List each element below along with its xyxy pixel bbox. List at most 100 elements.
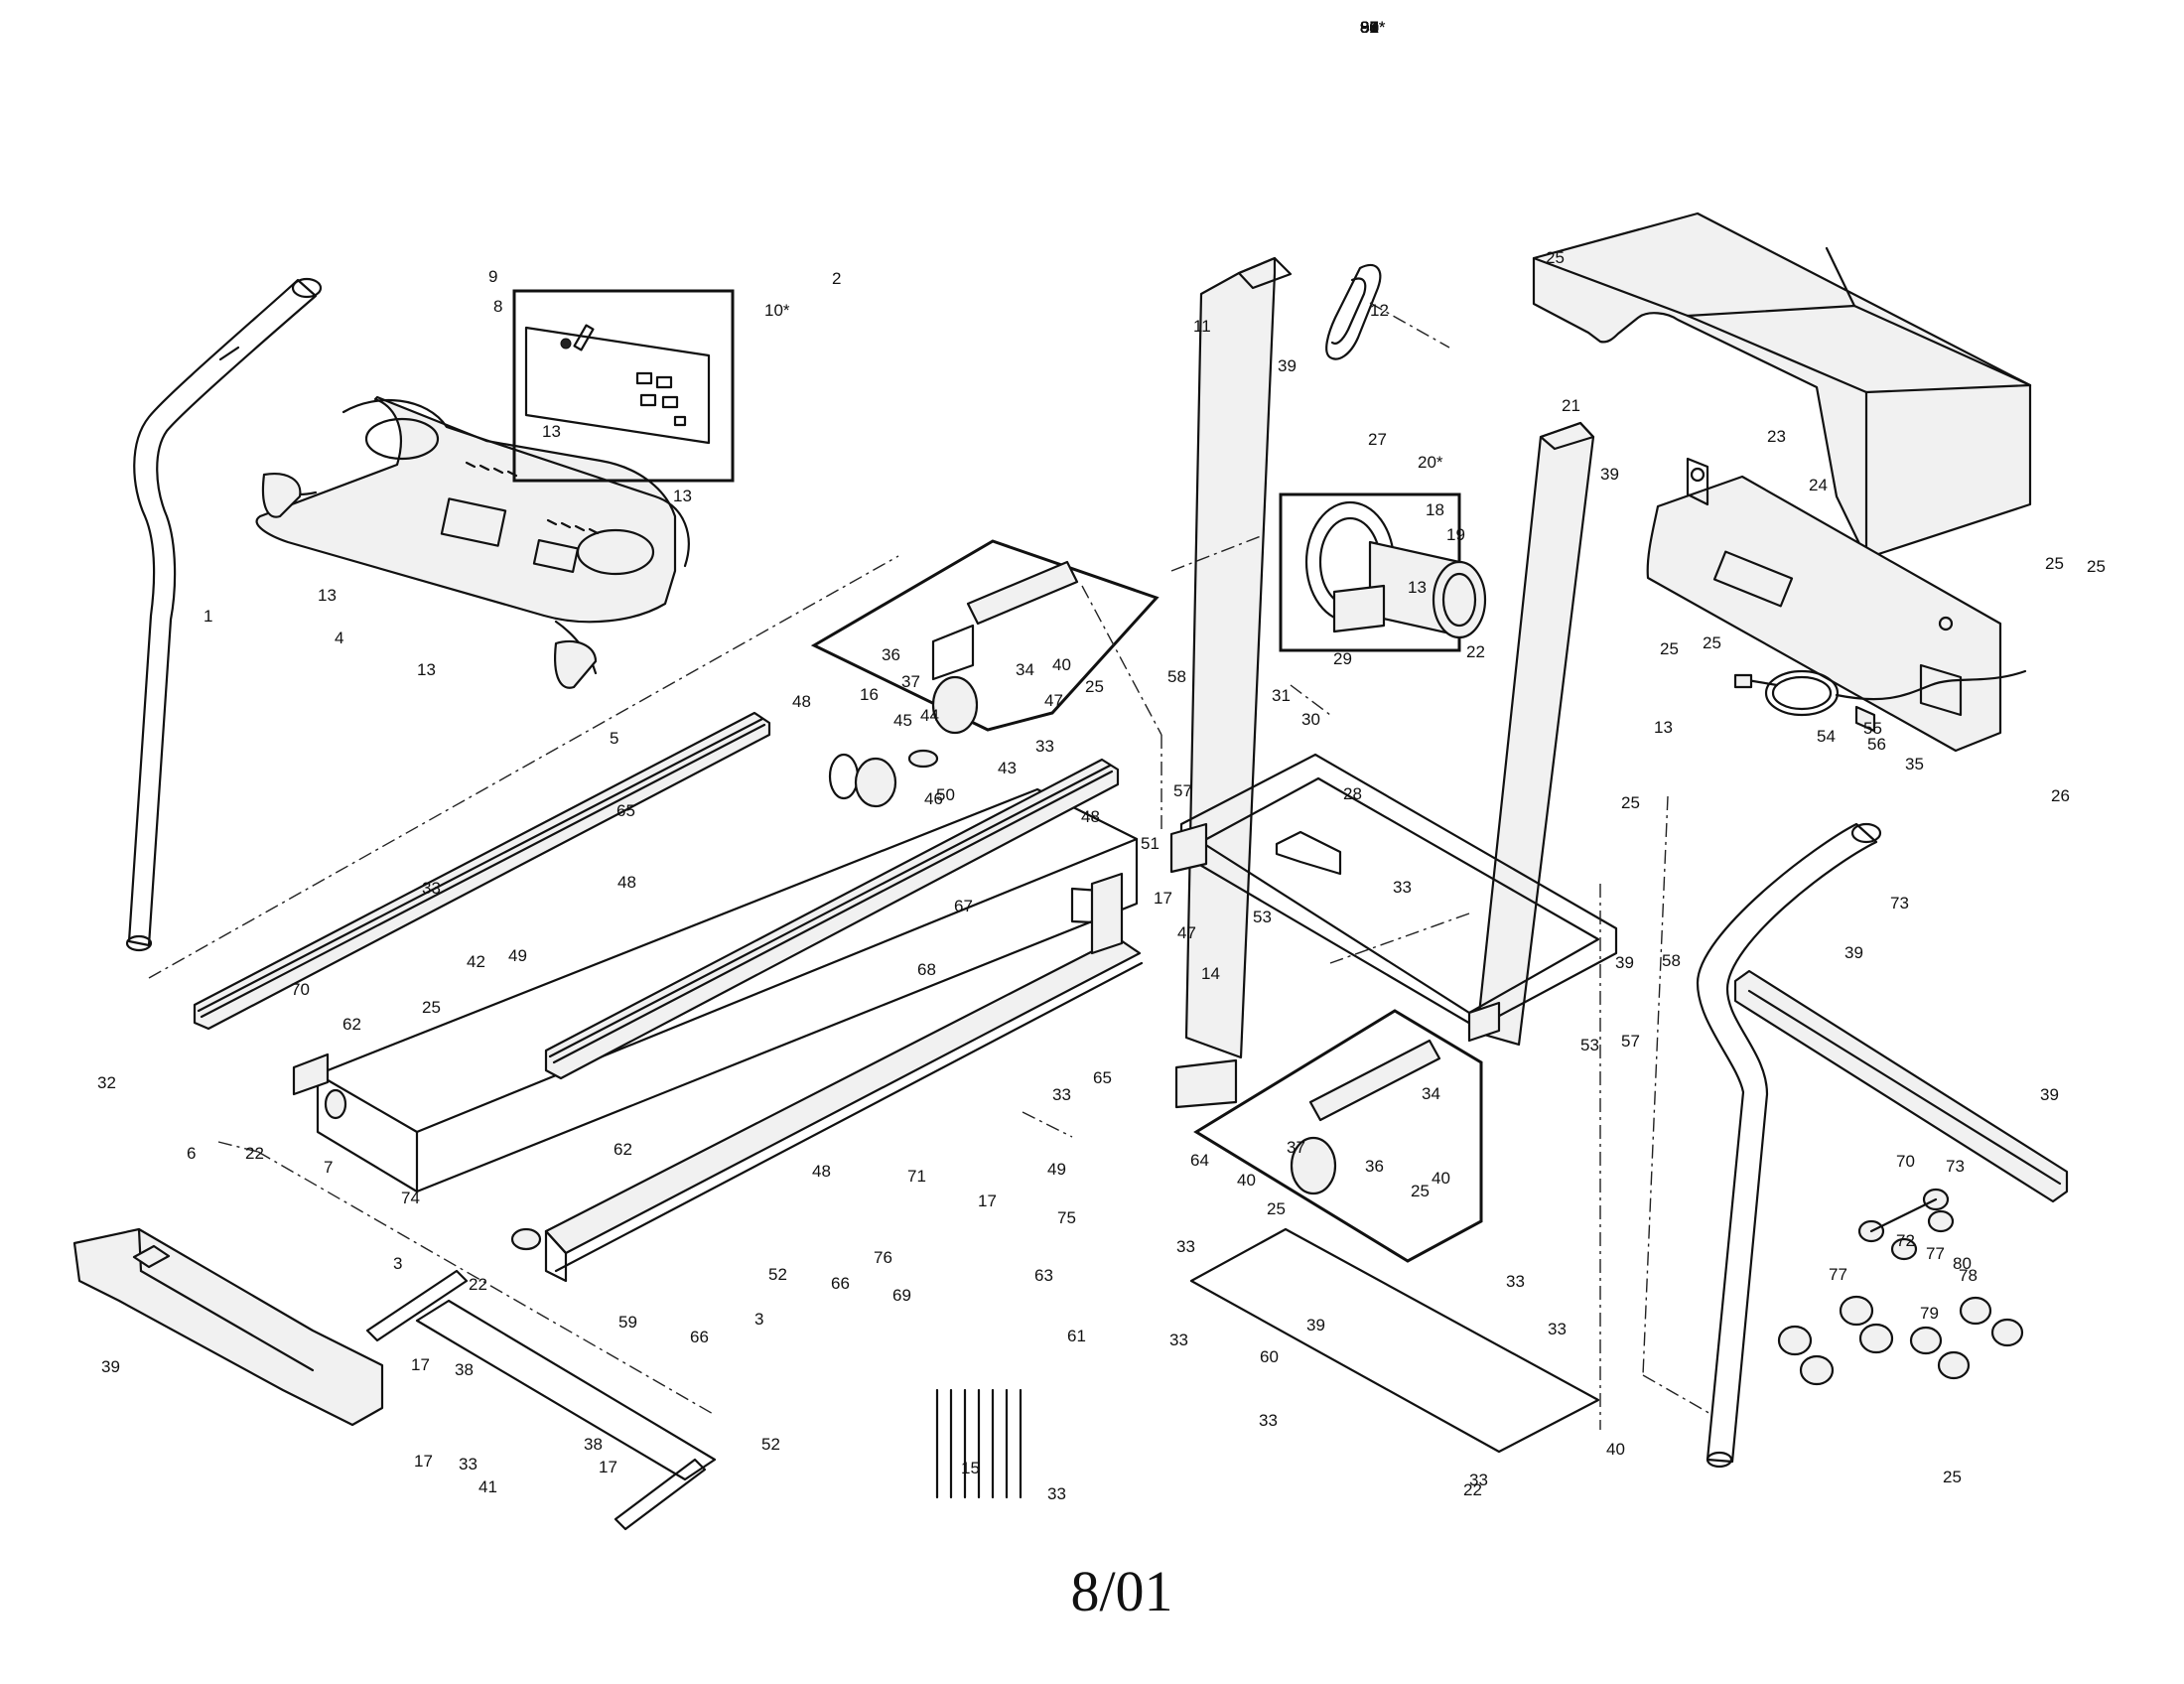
part-label: 33 <box>1169 1331 1188 1349</box>
part-label: 66 <box>831 1274 850 1293</box>
part-label: 3 <box>754 1310 763 1329</box>
part-label: 70 <box>291 980 310 999</box>
part-label: 55 <box>1863 719 1882 738</box>
main-frame-part <box>1169 753 1618 1043</box>
part-label: 95 <box>1360 18 1379 37</box>
part-label: 21 <box>1562 396 1580 415</box>
part-label: 14 <box>1201 964 1220 983</box>
part-label: 80 <box>1360 18 1379 37</box>
part-label: 25 <box>422 998 441 1017</box>
wire-ties-part <box>935 1388 1023 1499</box>
part-label: 3 <box>393 1254 402 1273</box>
part-label: 10* <box>764 301 790 320</box>
hand-weights-part <box>1777 1188 2024 1386</box>
part-label: 31 <box>1272 686 1291 705</box>
part-label: 13 <box>1654 718 1673 737</box>
part-label: 35 <box>1905 755 1924 773</box>
side-rail-cover-part <box>1733 969 2069 1203</box>
part-label: 8 <box>493 297 502 316</box>
part-label: 82 <box>1360 18 1379 37</box>
part-label: 19 <box>1446 525 1465 544</box>
part-label: 37 <box>901 672 920 691</box>
incline-frame-part <box>365 1269 717 1531</box>
part-label: 43 <box>998 759 1017 777</box>
part-label: 80 <box>1953 1254 1972 1273</box>
part-label: 52 <box>761 1435 780 1454</box>
right-rail-part <box>544 758 1120 1080</box>
part-label: 22 <box>245 1144 264 1163</box>
part-label: 65 <box>616 801 635 820</box>
part-label: 40 <box>1432 1169 1450 1188</box>
part-label: 59 <box>618 1313 637 1332</box>
part-label: 42 <box>467 952 485 971</box>
part-label: 25 <box>1621 793 1640 812</box>
part-label: 39 <box>1615 953 1634 972</box>
part-label: 45 <box>893 711 912 730</box>
part-label: 77 <box>1829 1265 1847 1284</box>
part-label: 53 <box>1580 1036 1599 1054</box>
part-label: 48 <box>812 1162 831 1181</box>
part-label: 25 <box>2045 554 2064 573</box>
part-label: 90 <box>1360 18 1379 37</box>
motor-assembly-kit <box>1279 492 1487 652</box>
part-label: 33 <box>1393 878 1412 897</box>
part-label: 37 <box>1287 1138 1305 1157</box>
part-label: 17 <box>1154 889 1172 908</box>
part-label: 73 <box>1946 1157 1965 1176</box>
part-label: 34 <box>1016 660 1034 679</box>
part-label: 33 <box>1176 1237 1195 1256</box>
part-label: 1 <box>204 607 212 626</box>
part-label: 24 <box>1809 476 1828 494</box>
console-part <box>255 395 690 689</box>
part-label: 25 <box>2087 557 2106 576</box>
part-label: 56 <box>1867 735 1886 754</box>
part-label: 36 <box>882 645 900 664</box>
part-label: 81 <box>1360 18 1379 37</box>
part-label: 23 <box>1767 427 1786 446</box>
part-label: 9 <box>488 267 497 286</box>
part-label: 44 <box>920 706 939 725</box>
part-label: 87 <box>1360 18 1379 37</box>
part-label: 15 <box>961 1459 980 1477</box>
part-label: 34 <box>1422 1084 1440 1103</box>
part-label: 17 <box>599 1458 617 1476</box>
part-label: 86 <box>1360 18 1379 37</box>
part-label: 27 <box>1368 430 1387 449</box>
part-label: 41 <box>478 1477 497 1496</box>
part-label: 6 <box>187 1144 196 1163</box>
part-label: 89 <box>1360 18 1379 37</box>
part-label: 80 <box>1360 18 1379 37</box>
part-label: 26 <box>2051 786 2070 805</box>
part-label: 25 <box>1267 1199 1286 1218</box>
part-label: 25 <box>1703 633 1721 652</box>
part-label: 91 <box>1360 18 1379 37</box>
drive-belt-part <box>1325 263 1382 360</box>
part-label: 39 <box>1278 356 1297 375</box>
part-label: 13 <box>1408 578 1427 597</box>
part-label: 33 <box>1469 1471 1488 1489</box>
part-label: 5 <box>610 729 618 748</box>
part-label: 91 <box>1360 18 1379 37</box>
part-label: 39 <box>2040 1085 2059 1104</box>
part-label: 72 <box>1896 1231 1915 1250</box>
part-label: 84 <box>1360 18 1379 37</box>
part-label: 28 <box>1343 784 1362 803</box>
part-label: 30 <box>1301 710 1320 729</box>
part-label: 22 <box>1466 642 1485 661</box>
part-label: 13 <box>417 660 436 679</box>
part-label: 65 <box>1093 1068 1112 1087</box>
part-label: 94 <box>1360 18 1379 37</box>
part-label: 68 <box>917 960 936 979</box>
part-label: 47 <box>1044 691 1063 710</box>
part-label: 22 <box>1463 1480 1482 1499</box>
rear-foot-part <box>72 1227 384 1427</box>
part-label: 52 <box>768 1265 787 1284</box>
part-label: 89 <box>1360 18 1379 37</box>
part-label: 67 <box>954 897 973 915</box>
part-label: 13 <box>318 586 337 605</box>
part-label: 57 <box>1173 781 1192 800</box>
left-upright-part <box>125 277 323 952</box>
part-label: 13 <box>542 422 561 441</box>
part-label: 38 <box>455 1360 474 1379</box>
